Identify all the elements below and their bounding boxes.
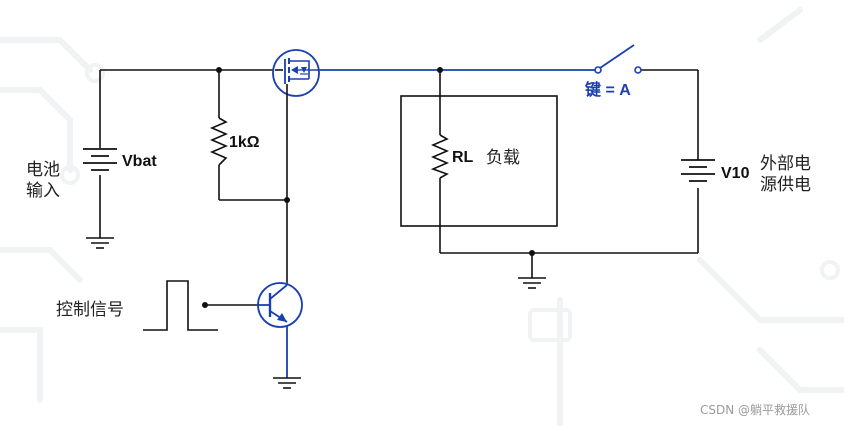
ground-symbol-transistor <box>273 377 301 389</box>
resistor-1k-label: 1kΩ <box>229 134 260 151</box>
load-label: 负载 <box>486 148 520 168</box>
mosfet-symbol <box>272 49 320 97</box>
switch-label: 键 = A <box>584 80 631 99</box>
load-resistor-symbol <box>430 134 450 179</box>
external-supply-label-line2: 源供电 <box>760 175 811 195</box>
external-supply-label-line1: 外部电 <box>760 154 811 174</box>
battery-v10-symbol <box>681 159 715 182</box>
control-signal-label: 控制信号 <box>56 300 124 320</box>
switch-symbol <box>590 44 642 74</box>
ground-symbol-load <box>518 277 546 289</box>
vbat-label: Vbat <box>122 153 157 170</box>
background-pattern <box>0 7 844 426</box>
highlight-wires <box>286 69 590 378</box>
watermark-text: CSDN @躺平救援队 <box>700 402 810 417</box>
control-pulse-waveform <box>143 280 218 331</box>
npn-transistor-symbol <box>257 282 303 328</box>
battery-input-label-line2: 输入 <box>26 181 60 201</box>
junction-dots <box>202 67 535 308</box>
battery-input-label-line1: 电池 <box>26 160 60 180</box>
load-box <box>400 95 558 227</box>
ground-symbol-battery <box>86 237 114 249</box>
wires <box>99 69 699 306</box>
load-resistor-label: RL <box>452 149 474 166</box>
v10-label: V10 <box>721 165 750 182</box>
resistor-1k-symbol <box>209 117 229 166</box>
battery-vbat-symbol <box>83 148 117 171</box>
